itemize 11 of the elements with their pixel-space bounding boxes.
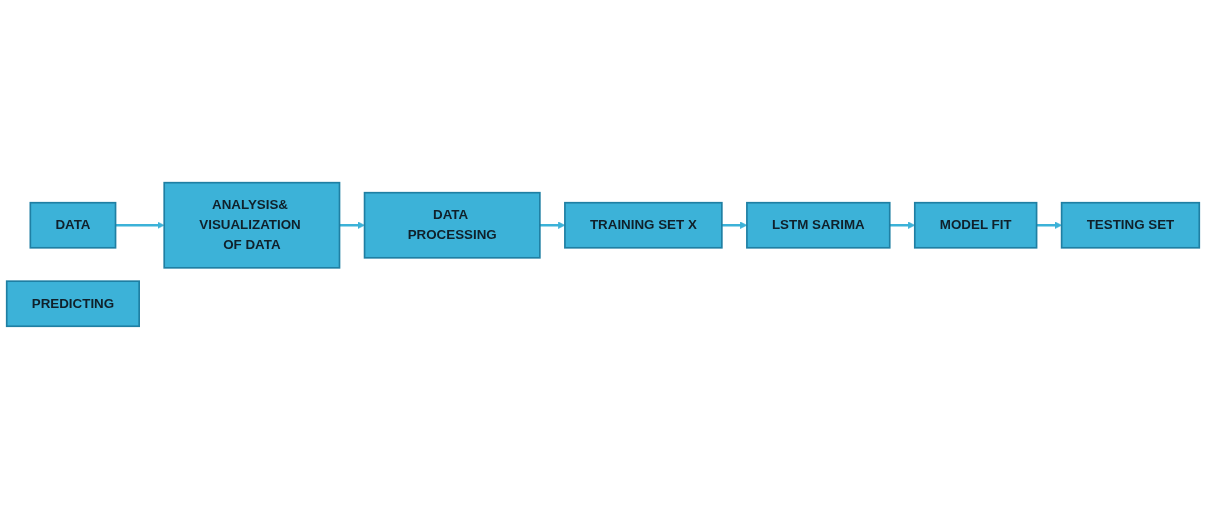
node-box: LSTM SARIMA: [746, 201, 891, 249]
node-box: PREDICTING: [5, 279, 140, 327]
node-box: DATA: [29, 201, 117, 249]
node-box: DATA PROCESSING: [363, 191, 541, 259]
node-box: MODEL FIT: [913, 201, 1038, 249]
node-box: TRAINING SET X: [564, 201, 723, 249]
arrow: [115, 221, 165, 229]
arrow: [1036, 221, 1062, 229]
arrow: [339, 221, 365, 229]
node-box: TESTING SET: [1060, 201, 1201, 249]
node-box: ANALYSIS& VISUALIZATION OF DATA: [163, 181, 341, 269]
